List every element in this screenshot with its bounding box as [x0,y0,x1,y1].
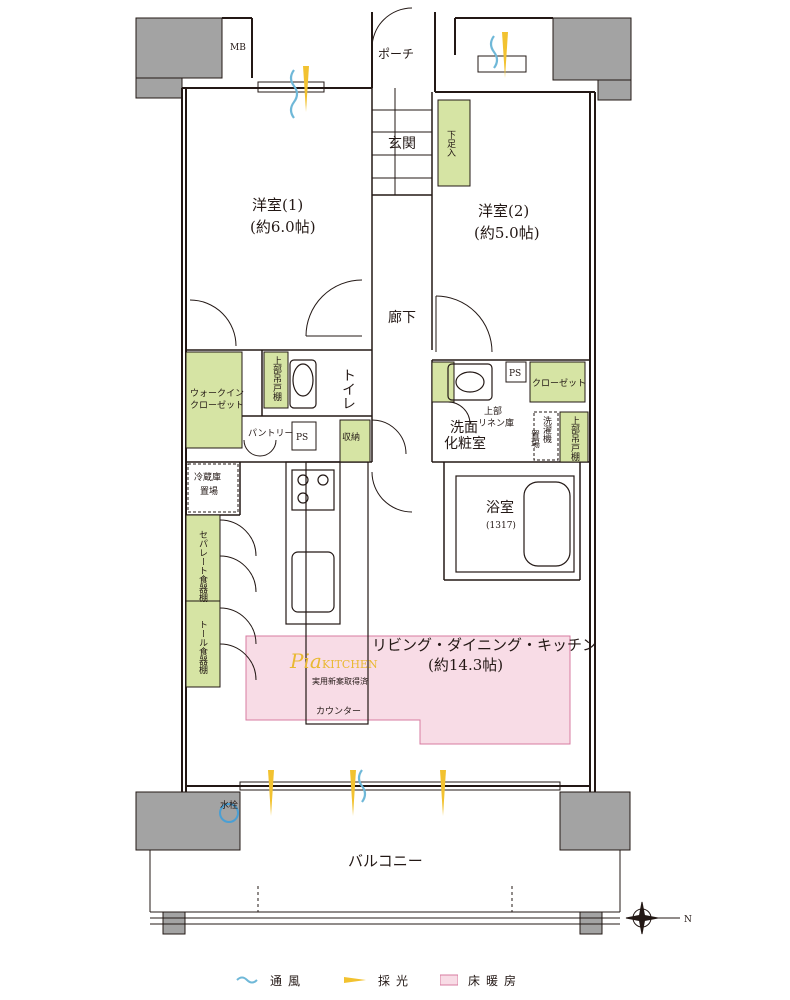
toilet-label: トイレ [340,368,356,410]
walkin-closet-label-line1: ウォークイン [190,388,244,399]
toilet-shelf-label: 上部吊戸棚 [271,356,282,402]
ps-shafts [291,361,527,451]
washer-area [533,411,559,461]
counter-label: カウンター [316,706,361,717]
ps-label-wash: PS [509,369,521,379]
closet-label: クローゼット [532,377,586,389]
legend-ventilation-label: 通風 [270,973,307,988]
bath-label: 浴室 [486,499,514,516]
linen-label-line2: リネン庫 [478,417,514,429]
faucet-label: 水栓 [220,799,238,811]
logo-sub: 実用新案取得済 [312,676,368,686]
legend-floor-heating: 床暖房 [440,968,522,992]
toilet-fixture [289,359,317,409]
legend-daylight-label: 採光 [378,973,415,988]
sunlight-icon [344,977,366,983]
walkin-closet-label-line2: クローゼット [190,399,244,411]
wind-icon [236,976,258,984]
legend-ventilation: 通風 [236,968,306,992]
bathtub [455,475,575,573]
washer-label-line2: 置場 [529,430,540,449]
ps-label-kitchen: PS [296,433,308,443]
shoe-box-label: 下足入 [445,130,456,157]
balcony-label: バルコニー [348,852,423,870]
mb-label: MB [230,43,246,53]
kitchen-counter [285,461,369,725]
logo-word: KITCHEN [322,658,378,671]
pia-kitchen-logo: Pia KITCHEN 実用新案取得済 [289,649,378,686]
daylight-markers [268,32,508,816]
washer-label-line1: 洗濯機 [541,415,552,444]
ventilation-markers [289,35,499,803]
interior-walls [186,88,590,581]
linen-label-line1: 上部 [484,405,502,417]
structural-walls [135,17,632,935]
separate-cupboard-label: セパレート食器棚 [197,530,208,603]
fridge-label-line1: 冷蔵庫 [194,471,221,483]
logo-script: Pia [289,649,322,673]
compass-north-label: N [684,915,692,925]
compass-icon [625,901,680,935]
fridge-area [187,463,239,513]
tall-cupboard-label: トール食器棚 [197,620,208,675]
entrance-label: 玄関 [388,135,416,152]
legend-floor-heating-label: 床暖房 [468,973,523,988]
legend: 通風 採光 床暖房 [0,968,790,992]
legend-daylight: 採光 [344,968,414,992]
porch-label: ポーチ [378,47,414,61]
washroom-label-line1: 洗面 [450,420,478,436]
bath-size-label: (1317) [486,520,516,531]
western-room-2-size: (約5.0帖) [474,224,540,242]
storage-areas [185,99,589,688]
entrance-steps [372,88,432,195]
door-swings [189,7,493,681]
pantry-label: パントリー [248,428,293,439]
faucet-ring [219,803,239,823]
floor-heating-area [245,635,571,745]
floor-heating-swatch [440,974,458,986]
western-room-1-size: (約6.0帖) [250,218,316,236]
fridge-label-line2: 置場 [200,485,218,497]
storage-label: 収納 [342,431,360,443]
western-room-1-name: 洋室(1) [252,196,303,214]
balcony-railing [149,850,621,925]
wash-basin [447,363,493,401]
washroom-shelf-label: 上部吊戸棚 [569,416,580,462]
ldk-size: (約14.3帖) [428,656,503,674]
hallway-label: 廊下 [388,309,416,326]
washroom-label-line2: 化粧室 [444,435,486,452]
western-room-2-name: 洋室(2) [478,202,529,220]
ldk-name: リビング・ダイニング・キッチン [372,636,597,654]
